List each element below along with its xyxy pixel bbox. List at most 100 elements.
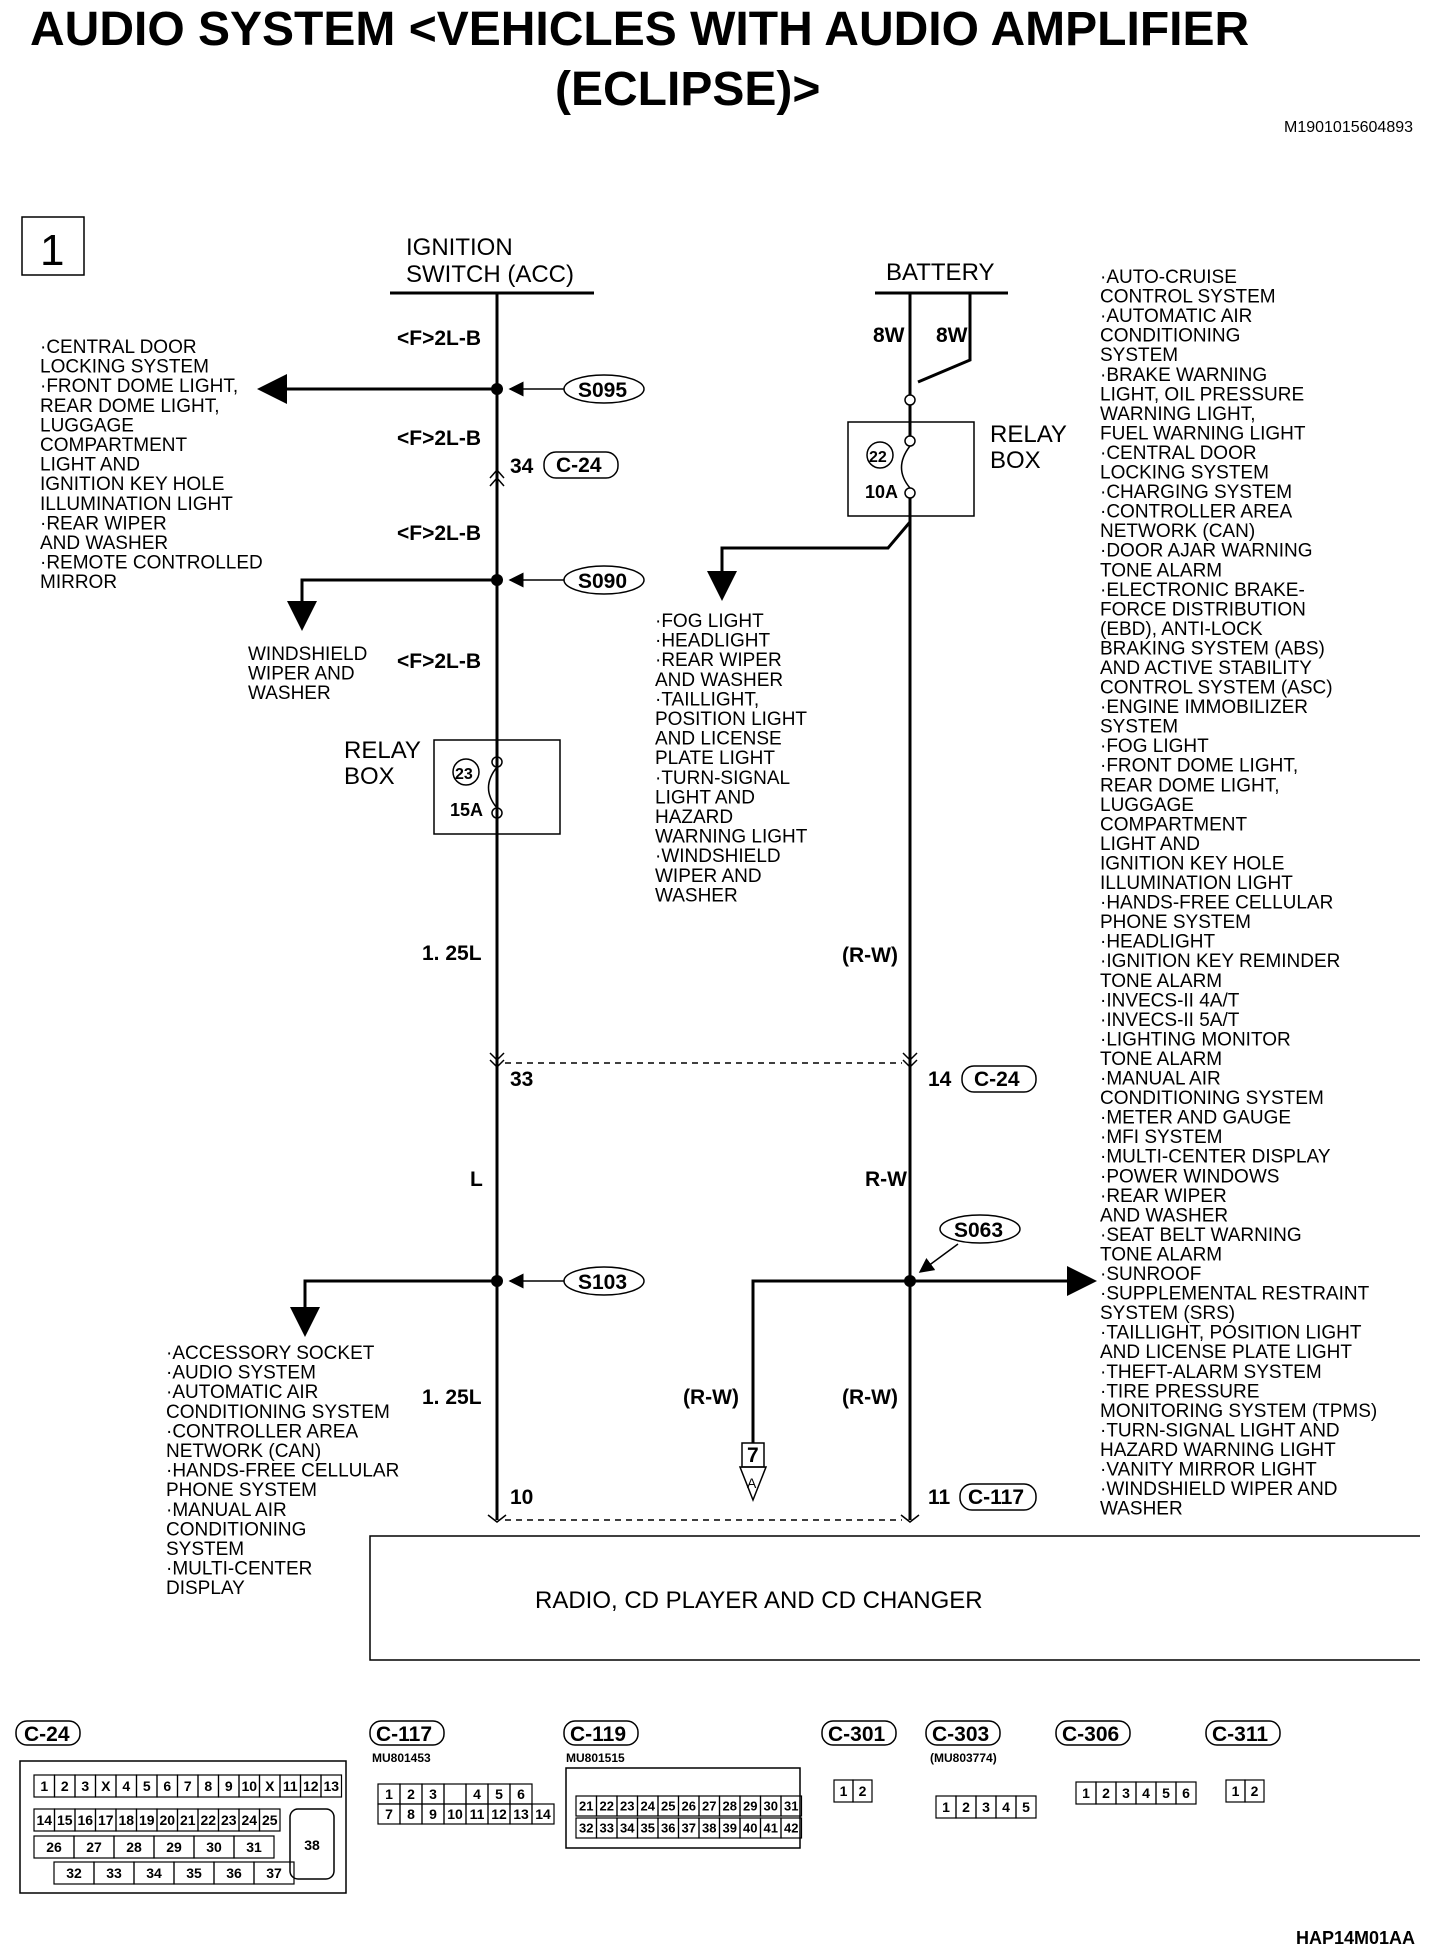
pin-11: 11 [928,1486,951,1509]
fuse-23-circle [452,758,480,786]
fuse-22-contact-upper [904,394,916,406]
pin-number: 33 [600,1821,614,1836]
splice-s063 [939,1214,1021,1244]
pin-number: 3 [1122,1785,1130,1801]
fuse-23-number: 23 [455,766,473,783]
pin-cell [253,1861,295,1885]
fuse-22-contact-bottom [904,487,916,499]
pin-number: 16 [77,1812,93,1828]
pin-number: 6 [1182,1785,1190,1801]
pin-cell [233,1835,275,1859]
pin-number: 32 [66,1865,82,1881]
pin-number: 1 [942,1799,950,1815]
pin-number: 5 [1162,1785,1170,1801]
connector-c117-badge [959,1483,1037,1511]
ignition-switch-label-1: IGNITION [406,234,513,261]
pin-34: 34 [510,455,534,478]
pin-number: 2 [1102,1785,1110,1801]
pin-number: 32 [579,1821,593,1836]
connector-view-label: C-311 [1212,1723,1268,1746]
pin-number: 8 [407,1806,415,1822]
pin-number: 35 [641,1821,655,1836]
pin-number: 10 [241,1778,257,1794]
document-id: M1901015604893 [1284,119,1413,136]
connector-part-number: MU801515 [566,1751,625,1765]
page-title-line1: AUDIO SYSTEM <VEHICLES WITH AUDIO AMPLIF… [30,3,1249,56]
pin-number: 4 [1142,1785,1150,1801]
pin-number: 27 [86,1839,102,1855]
pin-number: 28 [126,1839,142,1855]
ignition-switch-label-2: SWITCH (ACC) [406,261,574,288]
splice-s090 [563,565,645,595]
pin-number: 34 [146,1865,162,1881]
branch-list-s090: WINDSHIELD WIPER AND WASHER [248,644,373,704]
wire-label-rw-paren-3: (R-W) [842,1386,898,1409]
connector-c24-pin33-mark [489,1052,505,1069]
connector-view-label: C-24 [24,1723,70,1746]
fuse-22-number: 22 [869,449,887,466]
pin-number: 37 [266,1865,282,1881]
pin-cell [852,1779,873,1803]
pin-number: 21 [579,1799,593,1814]
splice-pointer-s063 [918,1243,959,1273]
wire-label-rw-paren-1: (R-W) [842,944,898,967]
pin-number: 36 [661,1821,675,1836]
pin-number: 34 [620,1821,635,1836]
pin-number: 31 [246,1839,262,1855]
connector-view-label-box [1205,1720,1281,1746]
pin-number: 25 [262,1812,278,1828]
branch-arrow-s103 [290,1279,497,1337]
wire-label-125l-2: 1. 25L [422,1386,482,1409]
pin-number: 39 [723,1821,737,1836]
pin-number: 38 [304,1837,320,1853]
pin-cell [780,1795,803,1817]
offpage-connector-number: 7 [747,1444,759,1467]
battery-label: BATTERY [886,259,994,286]
relay-box-22-label-1: RELAY [990,421,1067,448]
pin-number: 2 [859,1783,867,1799]
pin-number: 4 [122,1778,130,1794]
connector-c24-housing [19,1760,347,1894]
pin-number: X [265,1778,275,1794]
pin-cell [320,1774,343,1798]
fuse-23-element [487,766,498,809]
pin-number: 13 [513,1806,529,1822]
pin-number: 3 [429,1786,437,1802]
pin-number: 35 [186,1865,202,1881]
branch-list-s103: ·ACCESSORY SOCKET ·AUDIO SYSTEM ·AUTOMAT… [166,1343,405,1599]
pin-number: 29 [166,1839,182,1855]
pin-cell [289,1808,335,1880]
wire-label-f2lb-2: <F>2L-B [397,427,481,450]
pin-number: 33 [106,1865,122,1881]
relay-box-23 [433,739,561,835]
pin-number: 7 [385,1806,393,1822]
pin-cell [531,1803,555,1825]
wire-label-8w-1: 8W [873,324,905,347]
pin-number: 41 [764,1821,778,1836]
pin-number: 2 [61,1778,69,1794]
branch-list-s063: ·AUTO-CRUISE CONTROL SYSTEM ·AUTOMATIC A… [1100,267,1383,1520]
pin-number: 1 [840,1783,848,1799]
splice-s063-label: S063 [954,1219,1003,1242]
pin-number: 12 [303,1778,319,1794]
pin-number: 7 [184,1778,192,1794]
connector-c24-pin34-mark [489,468,505,487]
pin-cell [1015,1795,1037,1819]
pin-number: 29 [743,1799,757,1814]
pin-cell [1244,1779,1265,1803]
pin-number: 11 [283,1778,298,1794]
pin-number: X [101,1778,111,1794]
fuse-22-element [900,445,911,489]
pin-number: 6 [517,1786,525,1802]
connector-c117-pin10-mark [487,1514,507,1523]
pin-number: 9 [225,1778,233,1794]
wire-label-8w-2: 8W [936,324,968,347]
pin-number: 1 [385,1786,393,1802]
page-number-box [21,216,85,276]
pin-number: 12 [491,1806,507,1822]
